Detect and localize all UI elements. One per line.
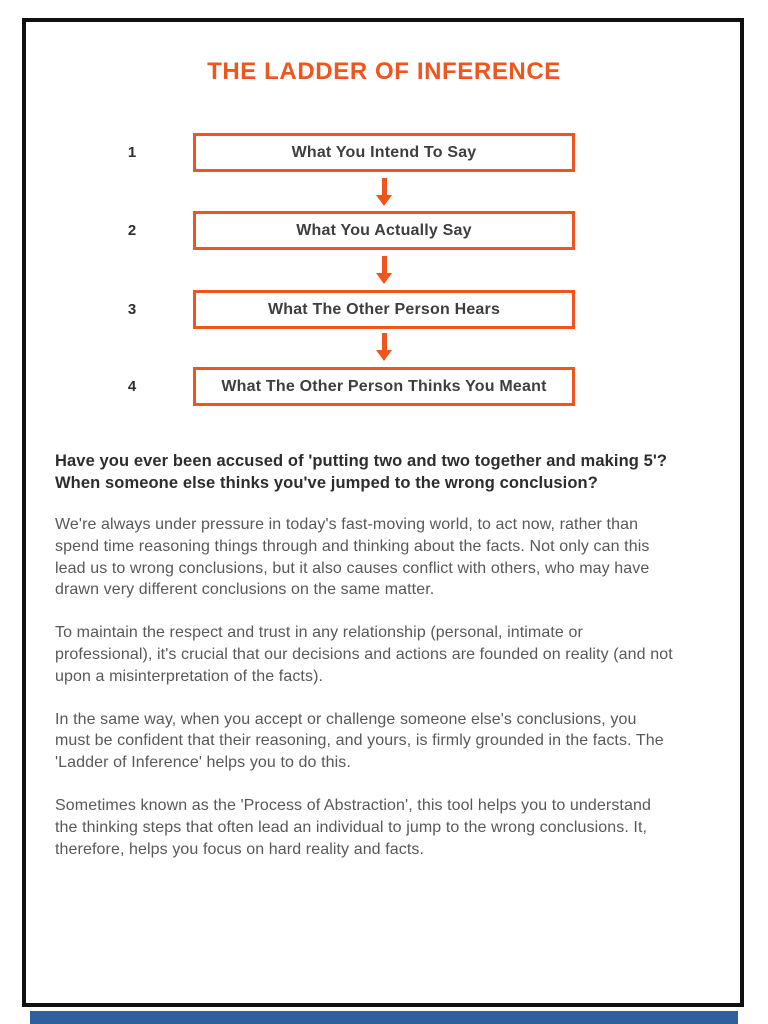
- paragraph: In the same way, when you accept or chal…: [55, 710, 664, 772]
- intro-question: Have you ever been accused of 'putting t…: [55, 452, 668, 492]
- step-number: 3: [127, 301, 137, 318]
- ladder-step-row: 3 What The Other Person Hears: [0, 290, 768, 329]
- step-number: 4: [127, 378, 137, 395]
- step-box: What You Actually Say: [193, 211, 575, 250]
- step-box: What The Other Person Thinks You Meant: [193, 367, 575, 406]
- step-number: 2: [127, 222, 137, 239]
- ladder-step-row: 2 What You Actually Say: [0, 211, 768, 250]
- ladder-step-row: 4 What The Other Person Thinks You Meant: [0, 367, 768, 406]
- next-page-edge: [30, 1011, 738, 1024]
- step-number: 1: [127, 144, 137, 161]
- step-box: What The Other Person Hears: [193, 290, 575, 329]
- paragraph: Sometimes known as the 'Process of Abstr…: [55, 796, 651, 858]
- body-text-block: Have you ever been accused of 'putting t…: [55, 450, 707, 881]
- paragraph: To maintain the respect and trust in any…: [55, 624, 673, 685]
- down-arrow-icon: [370, 256, 398, 284]
- ladder-step-row: 1 What You Intend To Say: [0, 133, 768, 172]
- paragraph: We're always under pressure in today's f…: [55, 516, 650, 599]
- step-box: What You Intend To Say: [193, 133, 575, 172]
- page-title: THE LADDER OF INFERENCE: [207, 58, 561, 85]
- down-arrow-icon: [370, 178, 398, 206]
- down-arrow-icon: [370, 333, 398, 361]
